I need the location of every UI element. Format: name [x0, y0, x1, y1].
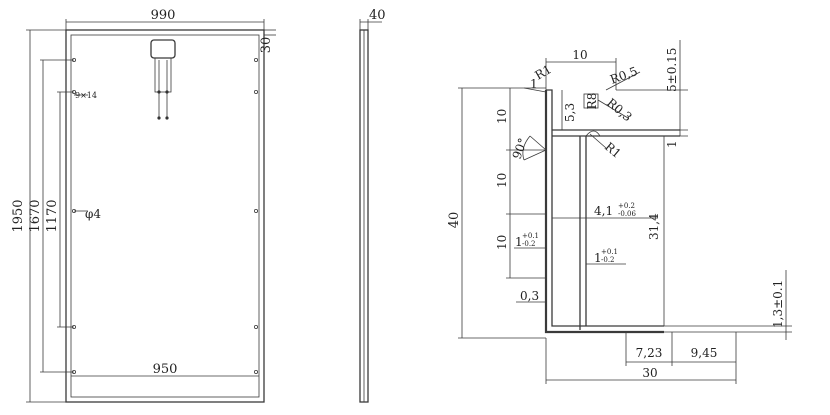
dim-1a-upper: +0.1 [522, 232, 539, 240]
dim-53-label: 5,3 [563, 103, 577, 122]
top-one-label: 1 [530, 77, 538, 91]
profile-fillet [585, 130, 601, 137]
profile-outline [544, 90, 664, 334]
web-label: 31,4 [647, 213, 661, 240]
r1-inner-label: R1 [602, 140, 624, 161]
r05-label: R0,5 [608, 64, 639, 87]
slot-label: 9×14 [75, 91, 97, 100]
dim-723-label: 7,23 [636, 346, 663, 360]
dim-1a-lower: -0.2 [522, 240, 536, 248]
dim-41-upper: +0.2 [618, 202, 635, 210]
height-40-label: 40 [447, 212, 462, 229]
dim-41-label: 4,1 [594, 204, 613, 218]
dim-1b-lower: -0.2 [601, 256, 615, 264]
profile-inner [546, 89, 680, 327]
r03-label: R0,3 [604, 96, 635, 125]
height-1950-label: 1950 [11, 199, 26, 232]
hole-diameter-label: φ4 [85, 207, 101, 221]
section-view: 10 R1 1 R0,5 R8 R0,3 5±0.15 5,3 1 40 [447, 40, 792, 384]
top-tolerance-label: 5±0.15 [665, 48, 679, 92]
thickness-label: 40 [369, 8, 386, 23]
front-view: 990 30 950 1950 1670 1170 9×14 φ4 [11, 8, 276, 403]
dim-1a-label: 1 [515, 235, 523, 249]
junction-box [150, 39, 176, 120]
dim-1b-upper: +0.1 [601, 248, 618, 256]
bottom-tolerance-label: 1,3±0.1 [771, 280, 785, 328]
dim-10b-label: 10 [495, 173, 509, 188]
frame-top-label: 30 [259, 37, 274, 54]
height-1170-label: 1170 [45, 199, 60, 232]
panel-outer-frame [65, 29, 265, 403]
angle-label: 90° [510, 136, 530, 161]
base-width-label: 30 [642, 366, 657, 380]
side-view: 40 [359, 8, 386, 403]
angle-marker [522, 135, 547, 161]
top-width-label: 10 [572, 48, 587, 62]
dim-1b-label: 1 [594, 251, 602, 265]
dim-03-label: 0,3 [520, 289, 539, 303]
dim-10a-label: 10 [495, 109, 509, 124]
panel-inner-frame [70, 34, 260, 398]
profile-web [579, 136, 587, 330]
width-990-label: 990 [151, 8, 176, 23]
r8-label: R8 [585, 93, 599, 110]
dim-10c-label: 10 [495, 235, 509, 250]
dim-945-label: 9,45 [691, 346, 718, 360]
dim-41-lower: -0.06 [618, 210, 636, 218]
height-1670-label: 1670 [28, 199, 43, 232]
width-950-label: 950 [153, 362, 178, 377]
dim-1-right-label: 1 [665, 140, 679, 148]
